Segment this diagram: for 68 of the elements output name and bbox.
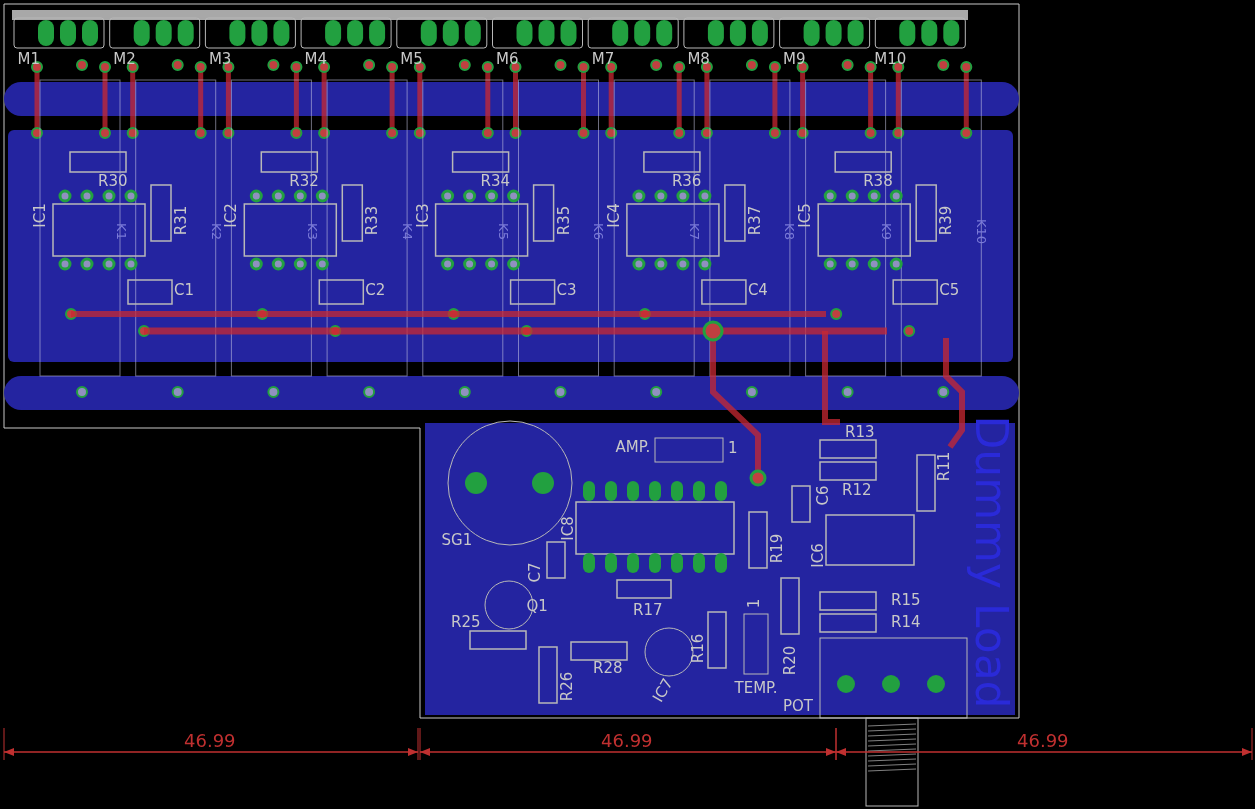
part-label: R20 — [783, 645, 799, 675]
part-label: R12 — [842, 482, 872, 498]
part-label: R35 — [556, 205, 572, 235]
part-label: IC6 — [810, 542, 826, 568]
part-label: M8 — [687, 51, 710, 67]
part-label: K10 — [974, 218, 988, 244]
part-label: R38 — [863, 173, 893, 189]
part-label: M3 — [208, 51, 232, 67]
part-label: M2 — [113, 51, 136, 67]
part-label: IC2 — [224, 202, 239, 228]
part-label: R30 — [98, 173, 128, 189]
part-label: TEMP. — [734, 680, 778, 696]
part-label: R19 — [770, 533, 786, 563]
part-label: M6 — [496, 51, 519, 67]
part-label: K1 — [114, 222, 128, 240]
part-label: K9 — [879, 222, 893, 240]
part-label: IC4 — [606, 202, 622, 228]
part-label: M7 — [591, 51, 615, 67]
part-label: R25 — [451, 614, 481, 630]
board-title: Dummy Load — [968, 415, 1013, 709]
part-label: AMP. — [615, 439, 651, 455]
part-label: IC3 — [415, 202, 431, 228]
part-label: K8 — [783, 222, 797, 240]
part-label: IC1 — [32, 202, 48, 228]
dimension-label: 46.99 — [601, 732, 653, 750]
part-label: SG1 — [441, 532, 473, 548]
part-label: POT — [783, 698, 813, 714]
part-label: C1 — [174, 282, 195, 298]
part-label: K6 — [592, 222, 605, 240]
part-label: Q1 — [526, 598, 548, 614]
part-label: R39 — [939, 205, 955, 235]
part-label: K5 — [497, 222, 510, 240]
part-label: M5 — [400, 51, 423, 67]
part-label: 1 — [747, 598, 763, 608]
part-label: R34 — [480, 173, 511, 189]
part-label: IC8 — [560, 515, 576, 541]
part-label: 1 — [728, 440, 738, 456]
part-label: R26 — [560, 671, 576, 701]
dimension-label: 46.99 — [184, 732, 236, 750]
part-label: R17 — [633, 602, 663, 618]
part-label: C3 — [556, 282, 577, 298]
part-label: C7 — [527, 562, 543, 582]
part-label: M10 — [874, 51, 907, 67]
part-label: R14 — [891, 614, 921, 630]
part-label: IC5 — [797, 202, 813, 228]
part-label: M4 — [304, 51, 328, 67]
part-label: M1 — [17, 51, 40, 67]
part-label: IC7 — [650, 675, 676, 705]
part-label: K3 — [305, 222, 319, 240]
part-label: C2 — [365, 282, 386, 298]
part-label: R28 — [593, 660, 623, 676]
part-label: R36 — [671, 173, 702, 189]
dimension-label: 46.99 — [1017, 732, 1069, 750]
part-label: R37 — [748, 205, 764, 235]
part-label: K7 — [688, 222, 702, 240]
part-label: C5 — [939, 282, 960, 298]
part-label: R13 — [845, 424, 875, 440]
part-label: R32 — [289, 173, 319, 189]
part-label: M9 — [783, 51, 806, 67]
part-label: K4 — [400, 222, 414, 240]
part-label: R15 — [891, 592, 921, 608]
part-label: C4 — [747, 282, 768, 298]
part-label: R16 — [691, 633, 707, 663]
part-label: R11 — [937, 451, 953, 481]
part-label: R33 — [365, 205, 381, 235]
part-label: R31 — [174, 205, 190, 235]
part-label: C6 — [815, 485, 831, 505]
part-label: K2 — [209, 222, 223, 240]
